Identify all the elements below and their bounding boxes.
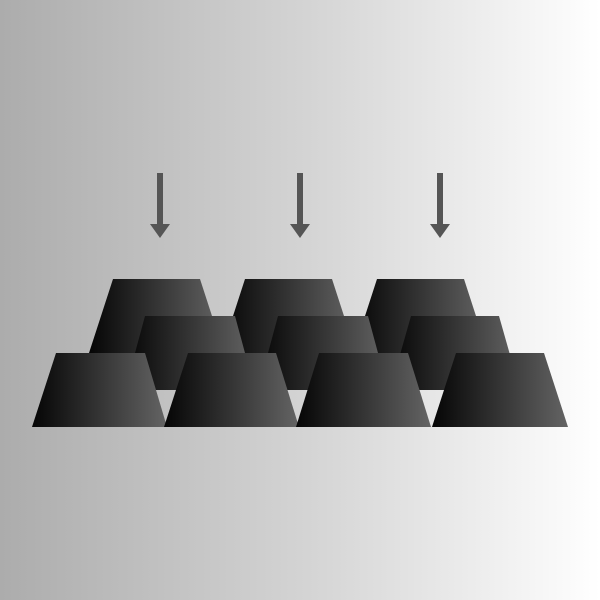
bar-front-4 (432, 353, 568, 427)
bar-front-1 (32, 353, 167, 427)
down-arrow-icon (430, 173, 450, 238)
bar-front-3 (296, 353, 431, 427)
down-arrow-icon (290, 173, 310, 238)
down-arrow-icon (150, 173, 170, 238)
bar-front-2 (164, 353, 299, 427)
